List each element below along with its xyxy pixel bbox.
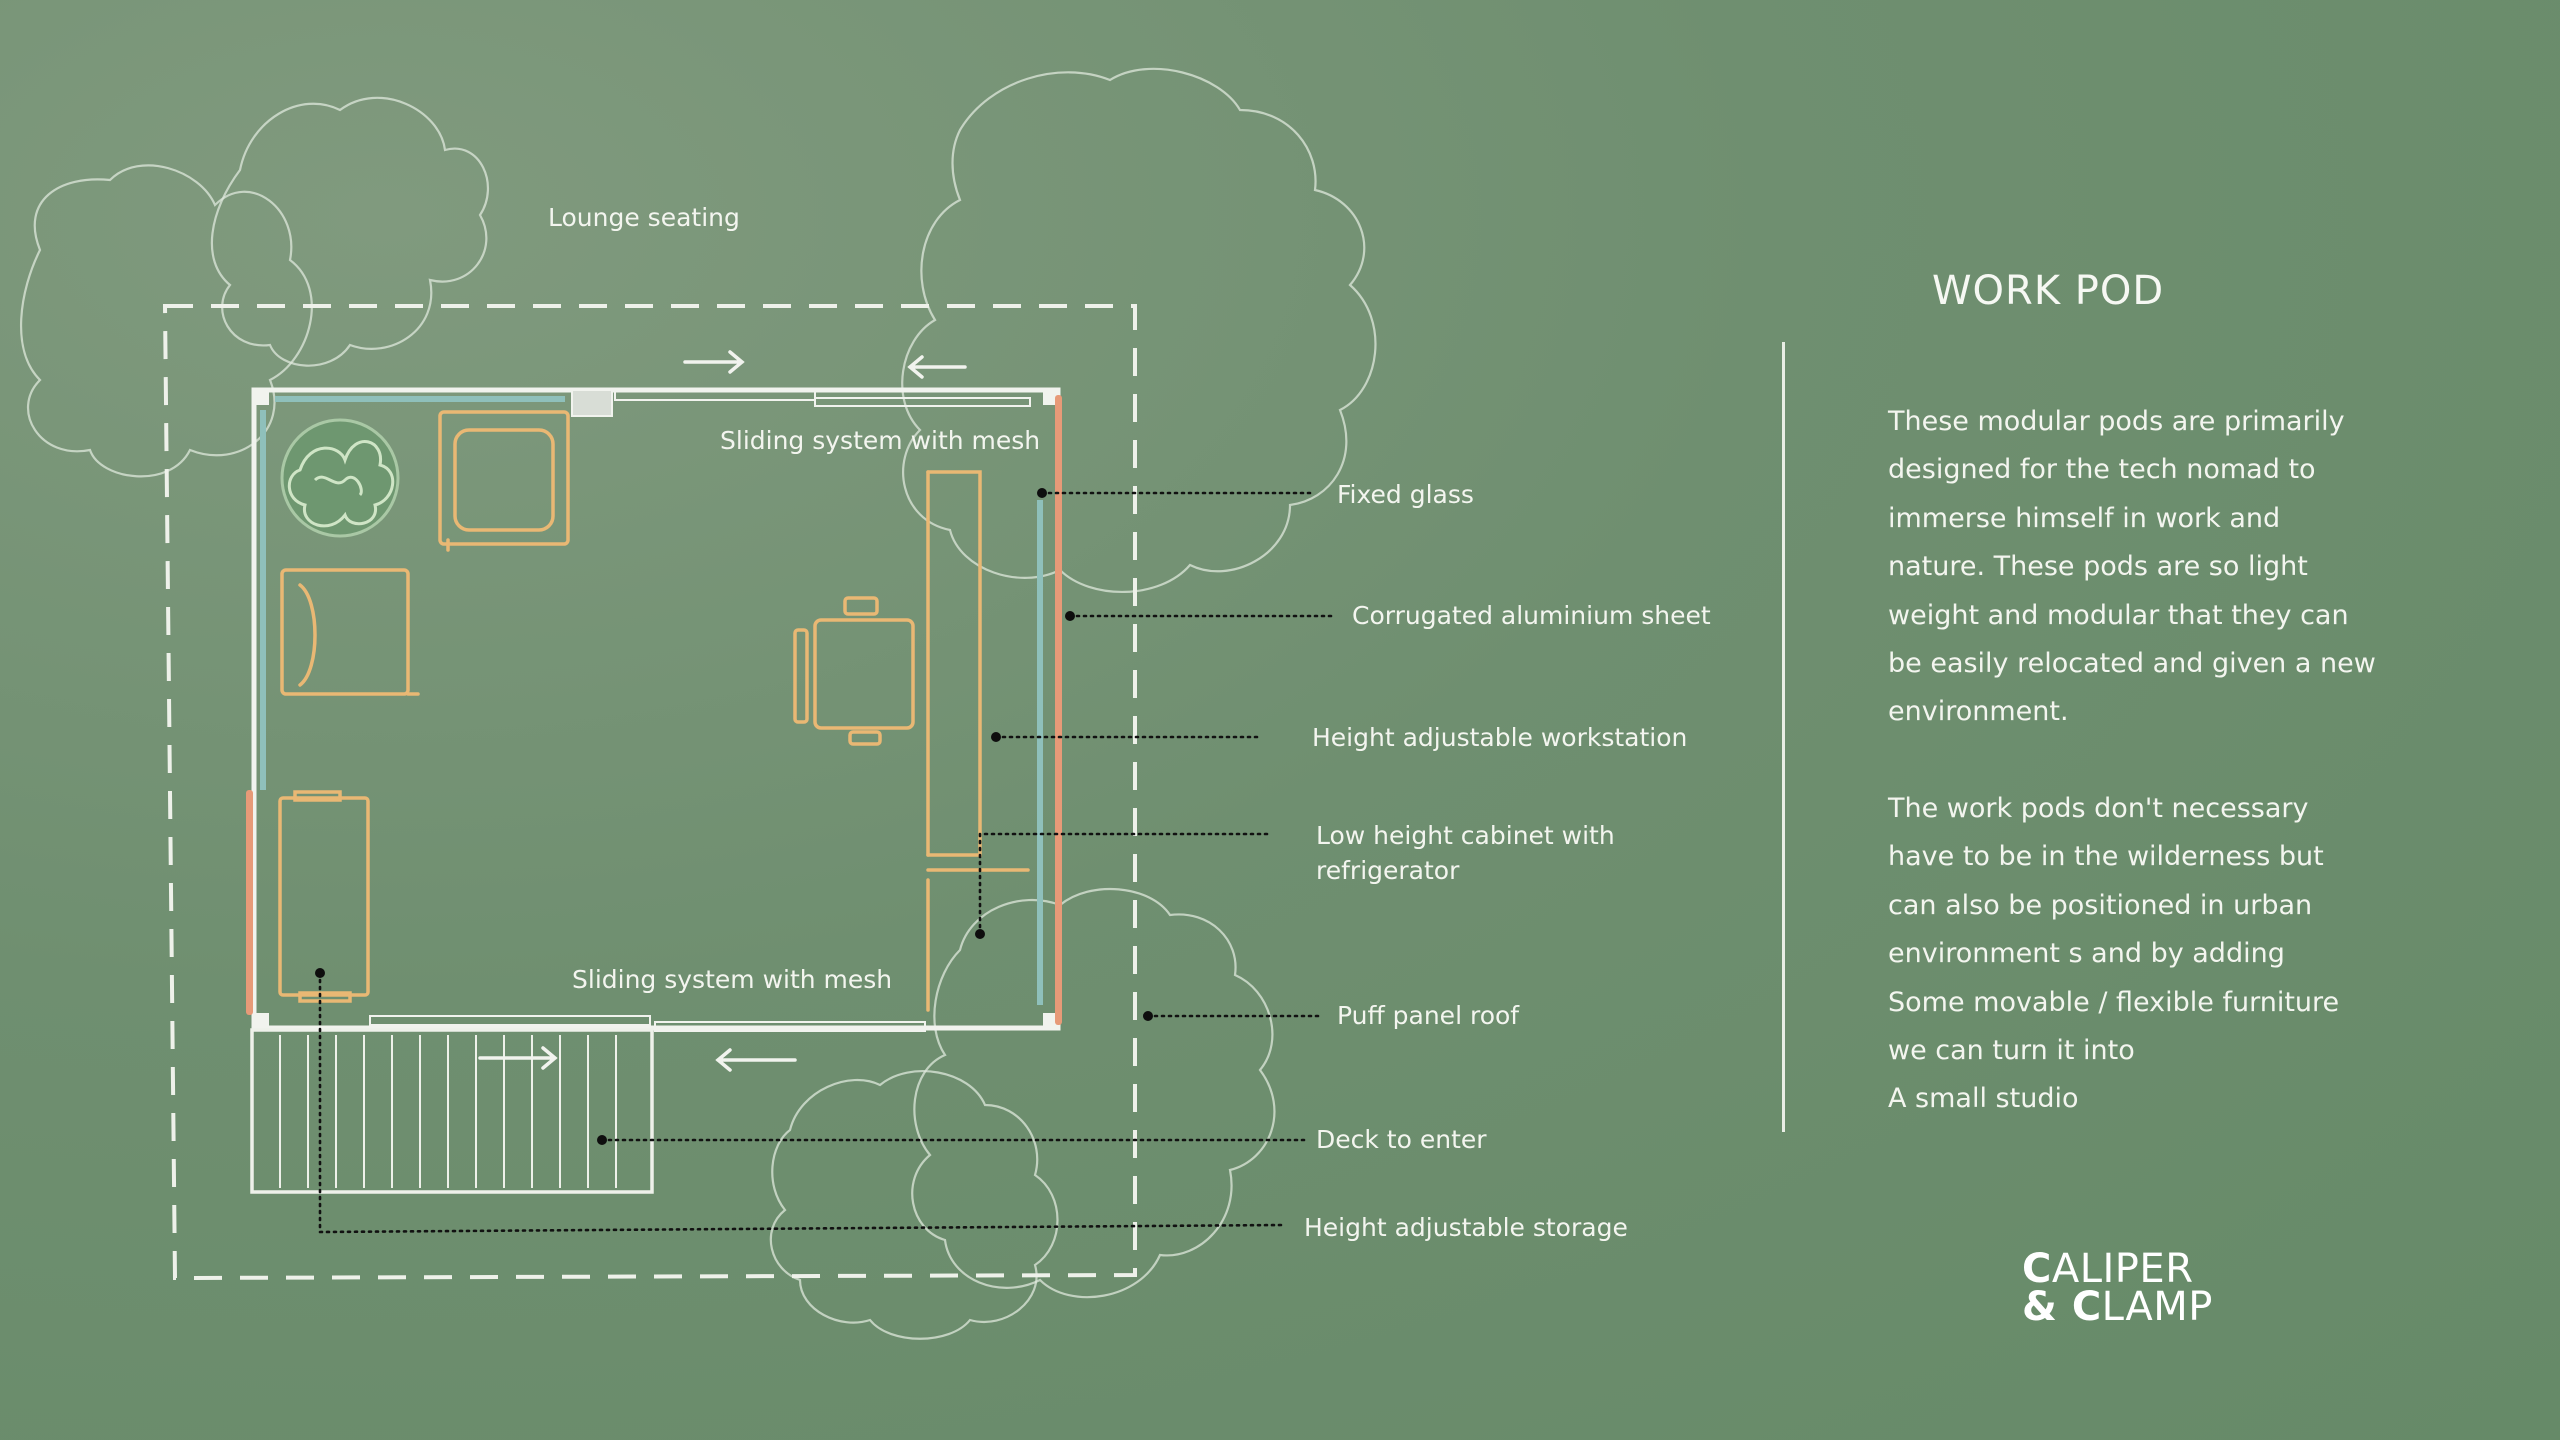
label-lounge-seating: Lounge seating — [548, 203, 740, 232]
logo-initial-c: C — [2022, 1246, 2052, 1292]
leader-lines — [318, 491, 1337, 1234]
deck-planks — [279, 1035, 617, 1188]
logo-aliper: ALIPER — [2051, 1246, 2194, 1292]
description-paragraph-2: The work pods don't necessary have to be… — [1888, 785, 2428, 1124]
logo-ampersand: & — [2022, 1284, 2072, 1330]
vertical-divider — [1782, 342, 1785, 1132]
para1-line: be easily relocated and given a new — [1888, 648, 2376, 680]
para2-line: we can turn it into — [1888, 1035, 2135, 1067]
page-title: WORK POD — [1932, 268, 2165, 314]
tree-outline-bottom-right — [911, 887, 1276, 1299]
label-cabinet: Low height cabinet with refrigerator — [1316, 818, 1615, 888]
label-storage: Height adjustable storage — [1304, 1213, 1628, 1242]
logo-lamp: LAMP — [2101, 1284, 2213, 1330]
para2-line: environment s and by adding — [1888, 938, 2285, 970]
plant-icon — [280, 418, 400, 538]
label-deck: Deck to enter — [1316, 1125, 1487, 1154]
para1-line: nature. These pods are so light — [1888, 551, 2308, 583]
furniture — [278, 410, 1030, 1012]
tree-outline-top — [210, 96, 489, 367]
label-corrugated-aluminium: Corrugated aluminium sheet — [1352, 601, 1711, 630]
arrow-right-icon — [478, 1046, 558, 1070]
tree-outline-right — [901, 67, 1377, 593]
logo-line1: CALIPER — [2022, 1249, 2213, 1289]
para2-line: Some movable / flexible furniture — [1888, 986, 2340, 1018]
label-fixed-glass: Fixed glass — [1337, 480, 1474, 509]
para2-line: have to be in the wilderness but — [1888, 841, 2324, 873]
para1-line: weight and modular that they can — [1888, 599, 2349, 631]
tree-outline-left — [19, 164, 313, 478]
description-paragraph-1: These modular pods are primarily designe… — [1888, 398, 2428, 737]
tree-outlines — [19, 67, 1377, 1340]
arrow-left-icon — [907, 355, 967, 379]
para1-line: environment. — [1888, 696, 2069, 728]
logo-line2: & CLAMP — [2022, 1287, 2213, 1327]
tree-outline-bottom — [769, 1070, 1059, 1340]
glass-panels — [260, 396, 1043, 1005]
corrugated-sheet — [246, 395, 1062, 1025]
para2-line: The work pods don't necessary — [1888, 793, 2309, 824]
leader-dots — [315, 488, 1153, 1145]
label-puff-panel: Puff panel roof — [1337, 1001, 1520, 1030]
label-cabinet-line1: Low height cabinet with — [1316, 821, 1615, 850]
label-sliding-system-top: Sliding system with mesh — [720, 426, 1041, 455]
para2-line: can also be positioned in urban — [1888, 889, 2313, 921]
site-boundary — [162, 304, 1137, 1281]
logo-initial-c2: C — [2071, 1284, 2102, 1330]
brand-logo: CALIPER & CLAMP — [2022, 1249, 2213, 1327]
para1-line: designed for the tech nomad to — [1888, 454, 2316, 486]
para1-line: These modular pods are primarily — [1888, 406, 2345, 437]
entry-deck — [250, 1028, 654, 1194]
para1-line: immerse himself in work and — [1888, 502, 2281, 534]
arrow-right-icon — [683, 350, 745, 374]
label-cabinet-line2: refrigerator — [1316, 856, 1460, 885]
label-workstation: Height adjustable workstation — [1312, 723, 1688, 752]
para2-line: A small studio — [1888, 1083, 2079, 1115]
sliding-arrows — [478, 350, 967, 1072]
label-sliding-system-bottom: Sliding system with mesh — [572, 965, 893, 994]
arrow-left-icon — [715, 1048, 797, 1072]
